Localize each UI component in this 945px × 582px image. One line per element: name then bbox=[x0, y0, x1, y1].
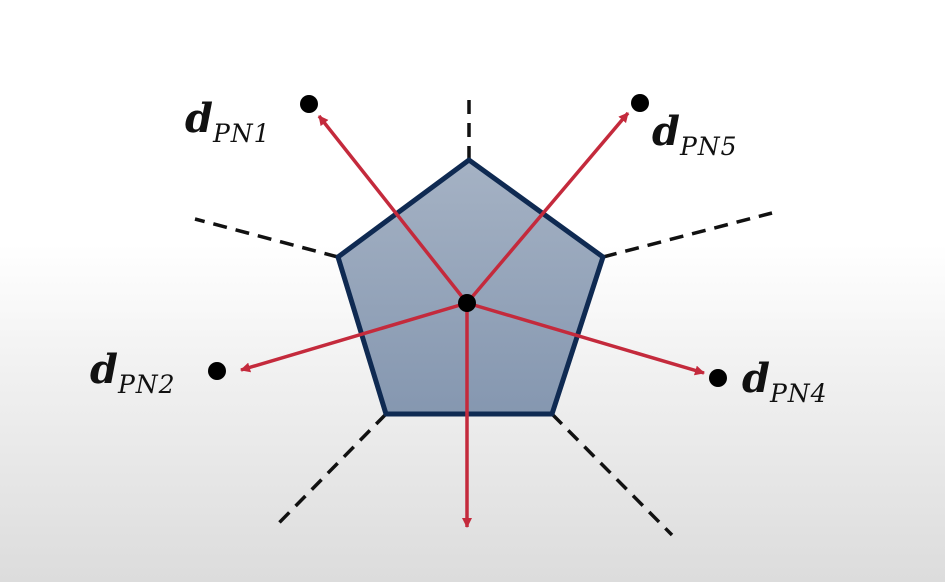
point-pn2-dot bbox=[208, 362, 226, 380]
label-pn1: dPN1 bbox=[185, 95, 271, 148]
arrow-to-pn4 bbox=[466, 301, 705, 376]
boundary-line-lower-right bbox=[550, 412, 674, 537]
boundary-line-upper-right bbox=[602, 211, 773, 259]
label-pn2: dPN2 bbox=[90, 346, 176, 399]
pentagon-cell bbox=[335, 157, 606, 417]
point-pn5-dot bbox=[631, 94, 649, 112]
boundary-line-upper-left bbox=[194, 217, 339, 259]
label-pn4: dPN4 bbox=[742, 355, 828, 408]
arrow-to-pn5 bbox=[465, 111, 630, 305]
centroid-dot bbox=[458, 294, 476, 312]
arrow-to-pn1 bbox=[317, 114, 469, 305]
label-pn5: dPN5 bbox=[652, 108, 738, 161]
arrow-to-pn2 bbox=[240, 301, 468, 373]
boundary-line-lower-left bbox=[272, 412, 388, 530]
point-pn1-dot bbox=[300, 95, 318, 113]
point-pn4-dot bbox=[709, 369, 727, 387]
